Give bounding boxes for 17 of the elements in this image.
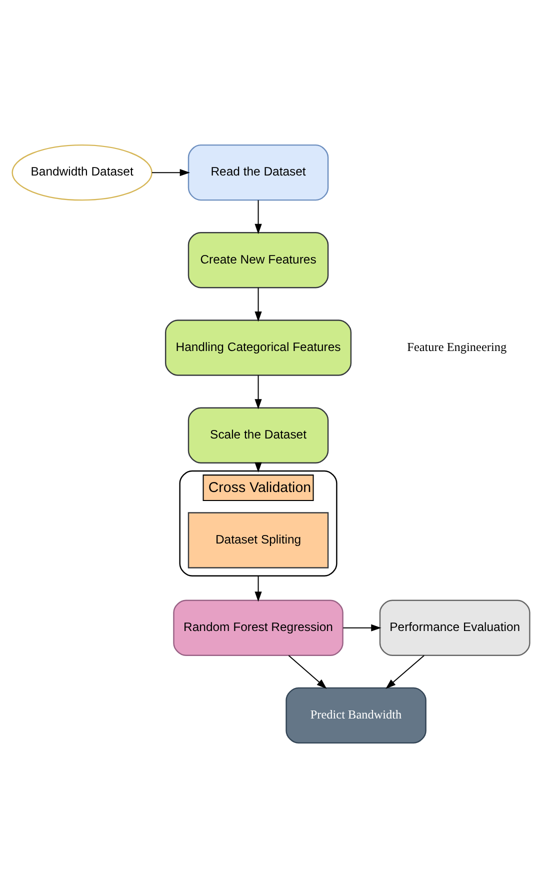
arrow xyxy=(254,287,262,322)
node-box: Predict Bandwidth xyxy=(286,686,426,744)
node-box: Read the Dataset xyxy=(188,144,329,200)
arrow xyxy=(343,624,382,631)
node-ellipse: Bandwidth Dataset xyxy=(12,144,152,200)
node-box: Dataset Spliting xyxy=(188,512,329,568)
node-box: Create New Features xyxy=(188,232,329,288)
node-box: Performance Evaluation xyxy=(379,599,530,656)
arrow xyxy=(254,200,262,234)
arrow xyxy=(288,654,327,688)
label: Feature Engineering xyxy=(407,339,507,354)
arrow xyxy=(152,168,190,176)
arrow xyxy=(254,575,262,602)
arrow xyxy=(386,654,424,688)
node-box: Handling Categorical Features xyxy=(164,319,352,376)
node-box: Random Forest Regression xyxy=(173,599,344,656)
arrow xyxy=(254,374,262,409)
